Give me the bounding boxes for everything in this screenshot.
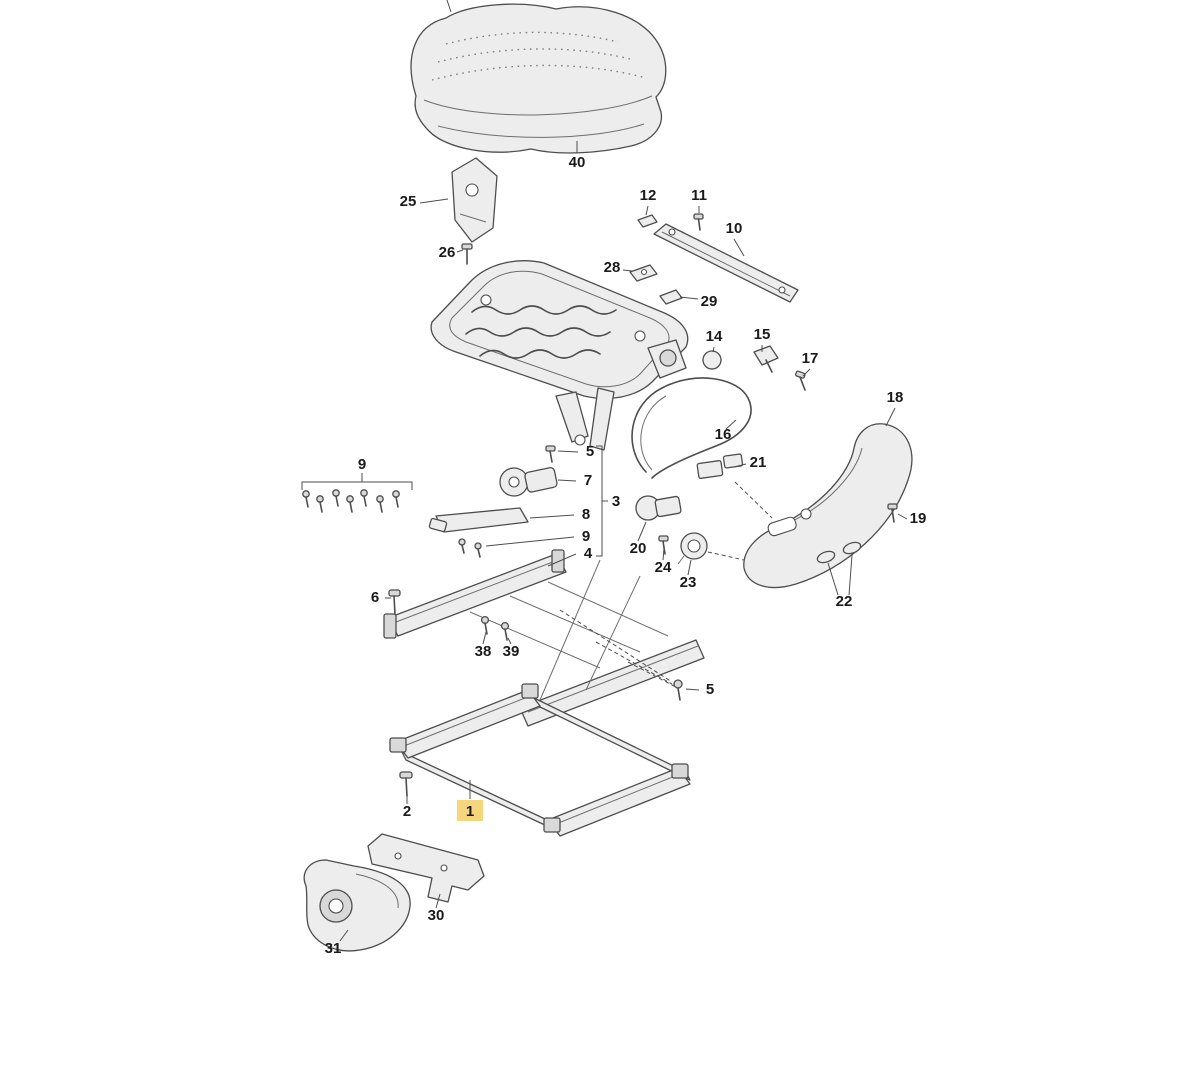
bolt-part-38 xyxy=(480,615,490,635)
callout-22[interactable]: 22 xyxy=(836,593,853,610)
callout-11[interactable]: 11 xyxy=(691,187,707,204)
clip-part-29 xyxy=(659,289,683,305)
callout-1-highlight xyxy=(457,800,483,821)
screw-part-17 xyxy=(794,370,806,391)
callout-9-group[interactable]: 9 xyxy=(358,456,366,473)
callout-15[interactable]: 15 xyxy=(754,326,771,343)
knob-part-14 xyxy=(702,350,722,370)
callout-10[interactable]: 10 xyxy=(726,220,743,237)
rail-part-10 xyxy=(653,223,799,303)
callout-38[interactable]: 38 xyxy=(475,643,492,660)
callout-2[interactable]: 2 xyxy=(403,803,411,820)
callout-6[interactable]: 6 xyxy=(371,589,379,606)
callout-30[interactable]: 30 xyxy=(428,907,445,924)
side-panel-part-18 xyxy=(743,423,913,589)
screw-part-19 xyxy=(887,503,898,523)
callout-20[interactable]: 20 xyxy=(630,540,647,557)
callout-1[interactable]: 1 xyxy=(466,803,474,820)
handle-part-31 xyxy=(303,859,411,952)
callout-25[interactable]: 25 xyxy=(400,193,417,210)
bracket-part-30 xyxy=(367,833,485,903)
callout-19[interactable]: 19 xyxy=(910,510,927,527)
callout-12[interactable]: 12 xyxy=(640,187,657,204)
group-brackets xyxy=(301,445,608,557)
seat-pan-part xyxy=(430,260,689,400)
callout-3[interactable]: 3 xyxy=(612,493,620,510)
bracket-part-25 xyxy=(451,157,498,243)
bolt-part-6 xyxy=(388,589,401,615)
callout-24[interactable]: 24 xyxy=(655,559,672,576)
clamp-part-23 xyxy=(677,532,708,565)
callout-14[interactable]: 14 xyxy=(706,328,723,345)
bolt-part-11 xyxy=(693,213,704,231)
callout-16[interactable]: 16 xyxy=(715,426,732,443)
callout-28[interactable]: 28 xyxy=(604,259,621,276)
callout-21[interactable]: 21 xyxy=(750,454,767,471)
connector-part-21 xyxy=(696,453,744,479)
bracket-part-28 xyxy=(629,264,658,282)
screw-part-5-lower xyxy=(673,679,683,701)
dashed-reference-lines xyxy=(559,481,773,687)
callout-5-upper[interactable]: 5 xyxy=(586,443,594,460)
callout-17[interactable]: 17 xyxy=(802,350,819,367)
callout-31[interactable]: 31 xyxy=(325,940,342,957)
callout-40[interactable]: 40 xyxy=(569,154,586,171)
callout-39[interactable]: 39 xyxy=(503,643,520,660)
bolt-part-26 xyxy=(461,243,473,265)
callout-4[interactable]: 4 xyxy=(584,545,593,562)
bolt-part-24 xyxy=(658,535,669,555)
clip-part-12 xyxy=(637,214,658,228)
seat-cushion-part xyxy=(410,3,667,154)
bolt-part-5-upper xyxy=(545,445,556,463)
callout-9[interactable]: 9 xyxy=(582,528,590,545)
base-frame-part-1 xyxy=(389,683,691,837)
motor-part-20 xyxy=(635,495,682,521)
wire-frame-part-16 xyxy=(631,377,752,479)
screw-parts-9-on-bracket xyxy=(458,538,482,558)
callout-8[interactable]: 8 xyxy=(582,506,590,523)
bracket-part-15 xyxy=(753,345,779,373)
callout-18[interactable]: 18 xyxy=(887,389,904,406)
leader-lines xyxy=(339,0,908,942)
bracket-part-8 xyxy=(428,507,529,533)
callout-7[interactable]: 7 xyxy=(584,472,592,489)
callout-23[interactable]: 23 xyxy=(680,574,697,591)
callout-5-lower[interactable]: 5 xyxy=(706,681,714,698)
bolt-part-2 xyxy=(399,771,413,797)
motor-part-7 xyxy=(499,466,558,497)
callout-29[interactable]: 29 xyxy=(701,293,718,310)
callout-26[interactable]: 26 xyxy=(439,244,456,261)
screw-set-part-9 xyxy=(302,489,400,513)
upper-slide-assembly-part-4 xyxy=(383,549,705,727)
bolt-part-39 xyxy=(500,621,510,641)
cap-parts-22 xyxy=(816,541,862,564)
pan-link-parts xyxy=(555,339,687,451)
